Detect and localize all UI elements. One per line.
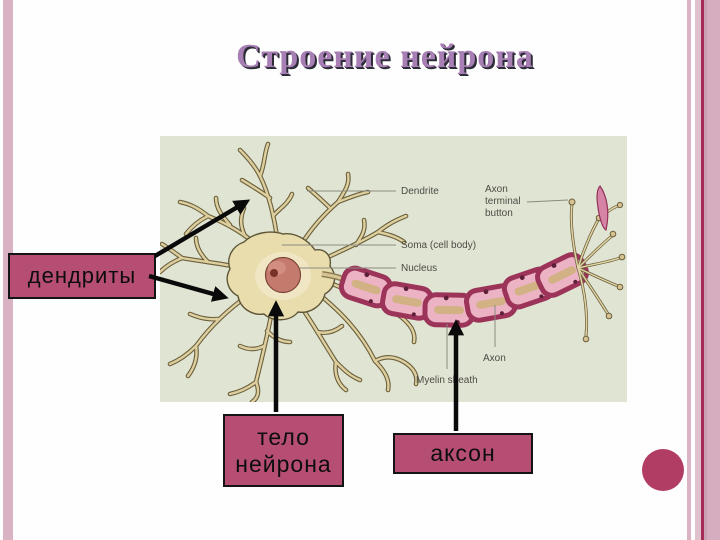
callout-cell-body-line1: тело (257, 423, 310, 450)
decorative-circle (642, 449, 684, 491)
callout-cell-body-line2: нейрона (235, 450, 332, 477)
label-leader-lines (282, 190, 569, 369)
synapse-flap (596, 185, 609, 231)
diagram-label-nucleus: Nucleus (401, 263, 437, 274)
right-edge-stripe-3 (704, 0, 707, 540)
right-edge-stripe-1 (687, 0, 691, 540)
right-edge-stripe-4 (707, 0, 720, 540)
nucleus-graphic (264, 256, 302, 294)
neuron-diagram-image: Dendrite Axon terminal button Soma (cell… (160, 136, 627, 402)
callout-axon-label: аксон (430, 440, 496, 466)
diagram-label-myelin: Myelin sheath (416, 375, 478, 386)
callout-box-axon: аксон (393, 433, 533, 474)
right-edge-stripe-2 (695, 0, 701, 540)
diagram-label-axon-terminal: Axon terminal button (485, 184, 523, 219)
page-title: Строение нейрона (236, 38, 534, 75)
diagram-label-axon: Axon (483, 353, 506, 364)
right-edge-stripe-dark-line (701, 0, 704, 540)
callout-dendrites-label: дендриты (27, 263, 137, 288)
axon-terminal-graphic (568, 185, 626, 343)
diagram-label-soma: Soma (cell body) (401, 240, 476, 251)
callout-box-dendrites: дендриты (8, 253, 156, 299)
diagram-label-dendrite: Dendrite (401, 186, 439, 197)
callout-box-cell-body: тело нейрона (223, 414, 344, 487)
